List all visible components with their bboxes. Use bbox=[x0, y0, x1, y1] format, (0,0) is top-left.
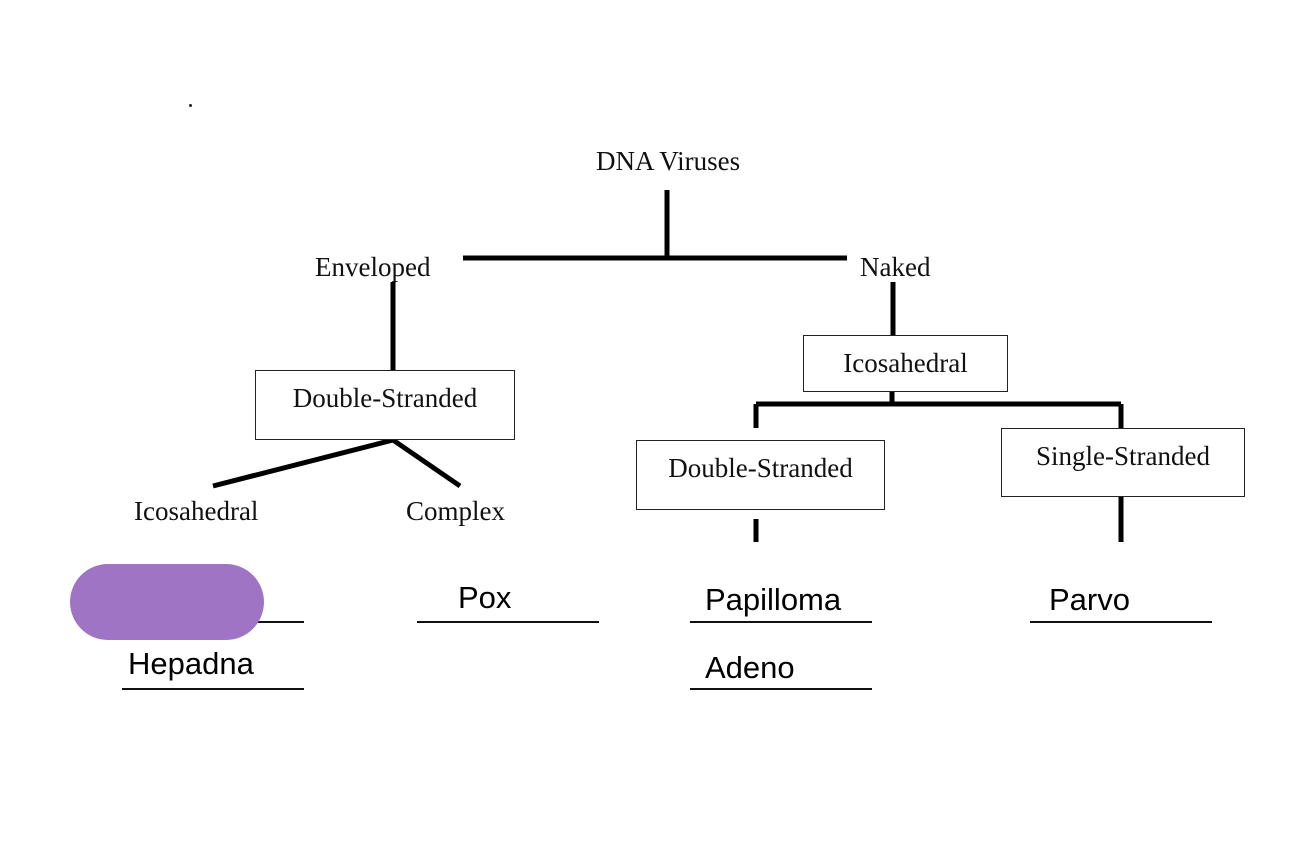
answer-env-ico-2[interactable]: Hepadna bbox=[128, 646, 254, 681]
enveloped-complex-label: Complex bbox=[406, 496, 505, 526]
enveloped-icosahedral-label: Icosahedral bbox=[134, 496, 259, 526]
naked-double-stranded-box: Double-Stranded bbox=[636, 440, 885, 510]
naked-label: Naked bbox=[860, 252, 931, 282]
answer-blank-env-complex[interactable] bbox=[417, 621, 599, 623]
answer-blank-naked-ds-2[interactable] bbox=[690, 688, 872, 690]
answer-env-complex[interactable]: Pox bbox=[458, 580, 512, 615]
env-ds-to-complex bbox=[391, 437, 462, 489]
answer-blank-env-ico-2[interactable] bbox=[122, 688, 304, 690]
enveloped-double-stranded-box: Double-Stranded bbox=[255, 370, 515, 440]
enveloped-double-stranded-label: Double-Stranded bbox=[292, 383, 478, 413]
naked-single-stranded-box: Single-Stranded bbox=[1001, 428, 1245, 497]
answer-blank-naked-ds-1[interactable] bbox=[690, 621, 872, 623]
naked-single-stranded-label: Single-Stranded bbox=[1036, 441, 1210, 471]
enveloped-label: Enveloped bbox=[315, 252, 431, 282]
answer-naked-ds-1[interactable]: Papilloma bbox=[705, 582, 842, 617]
naked-icosahedral-label: Icosahedral bbox=[843, 348, 968, 378]
root-label: DNA Viruses bbox=[596, 146, 741, 176]
env-ds-to-icosahedral bbox=[212, 437, 394, 489]
answer-naked-ds-2[interactable]: Adeno bbox=[705, 650, 795, 685]
answer-naked-ss[interactable]: Parvo bbox=[1049, 582, 1130, 617]
answer-blank-naked-ss[interactable] bbox=[1030, 621, 1212, 623]
answer-cover-overlay[interactable] bbox=[70, 564, 264, 640]
stray-dot bbox=[189, 104, 192, 107]
naked-icosahedral-box: Icosahedral bbox=[803, 335, 1008, 392]
naked-double-stranded-label: Double-Stranded bbox=[668, 453, 853, 483]
